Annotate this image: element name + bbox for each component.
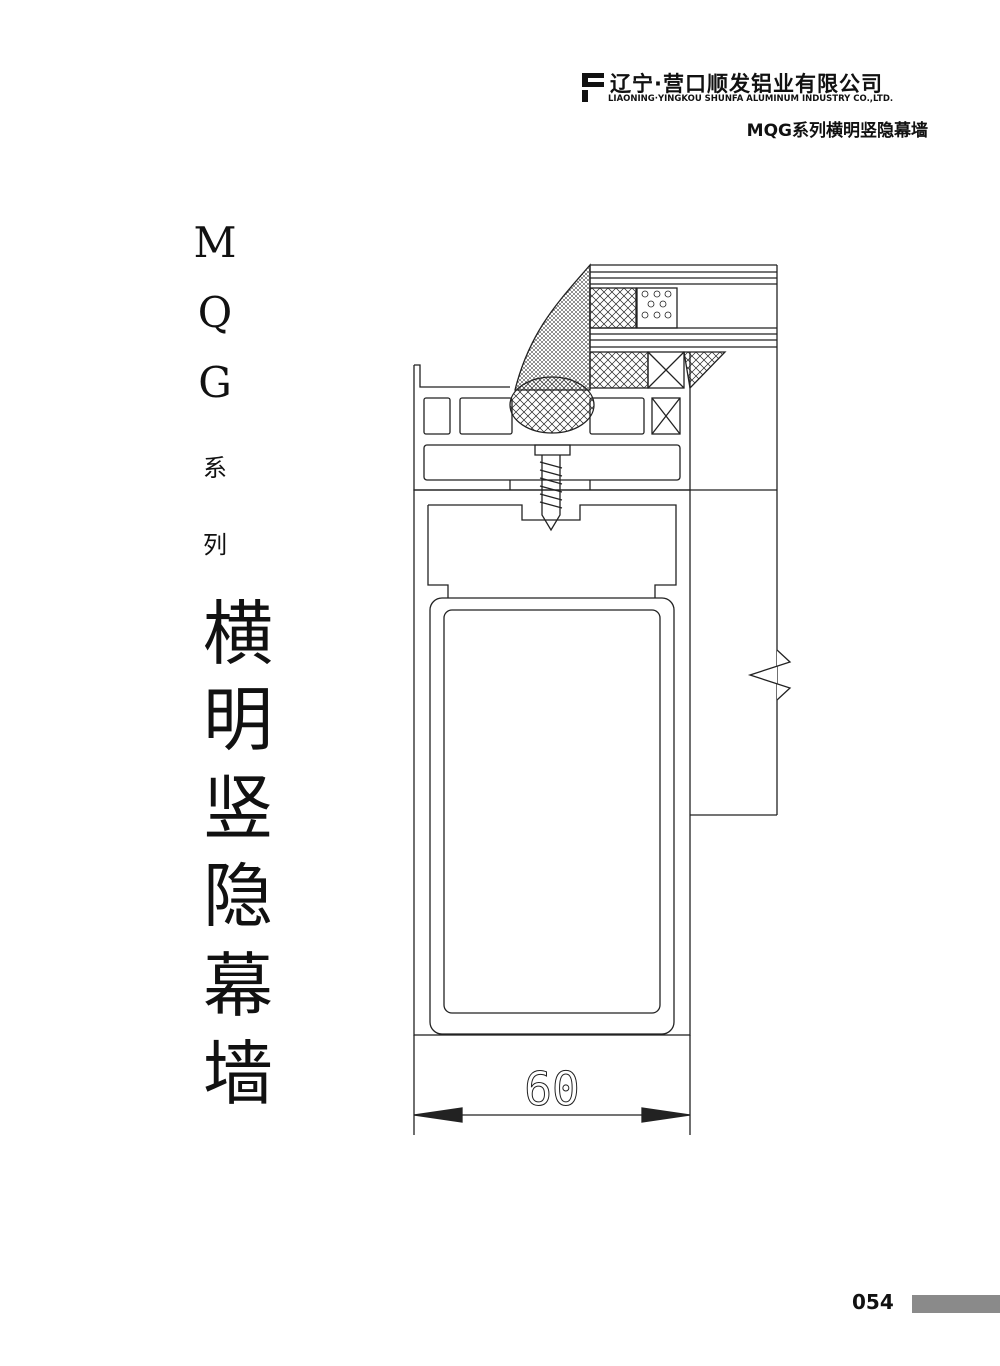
title-char: 幕 [203, 945, 273, 1027]
mullion-profile [413, 489, 792, 1036]
title-char: 明 [203, 679, 273, 761]
title-char: 墙 [203, 1033, 273, 1115]
backer-rod [509, 376, 595, 434]
dimension-line [413, 1035, 691, 1135]
title-char: Q [197, 288, 233, 337]
title-char: 横 [203, 593, 273, 675]
series-header: MQG系列横明竖隐幕墙 [746, 121, 928, 141]
title-char: M [193, 218, 237, 267]
structural-sealant [514, 263, 591, 391]
company-name-cn: 辽宁·营口顺发铝业有限公司 [610, 72, 883, 96]
company-logo [582, 73, 604, 102]
glass-panel [589, 264, 778, 815]
title-char: 竖 [203, 767, 273, 849]
company-name-en: LIAONING·YINGKOU SHUNFA ALUMINUM INDUSTR… [608, 94, 894, 104]
title-char: 系 [203, 454, 227, 482]
title-char: G [198, 358, 232, 407]
screw [534, 444, 571, 532]
title-char: 列 [203, 531, 227, 559]
title-char: 隐 [203, 855, 273, 937]
dimension-label: 60 [524, 1062, 579, 1116]
page-number: 054 [852, 1290, 894, 1314]
page-bar [912, 1295, 1000, 1313]
